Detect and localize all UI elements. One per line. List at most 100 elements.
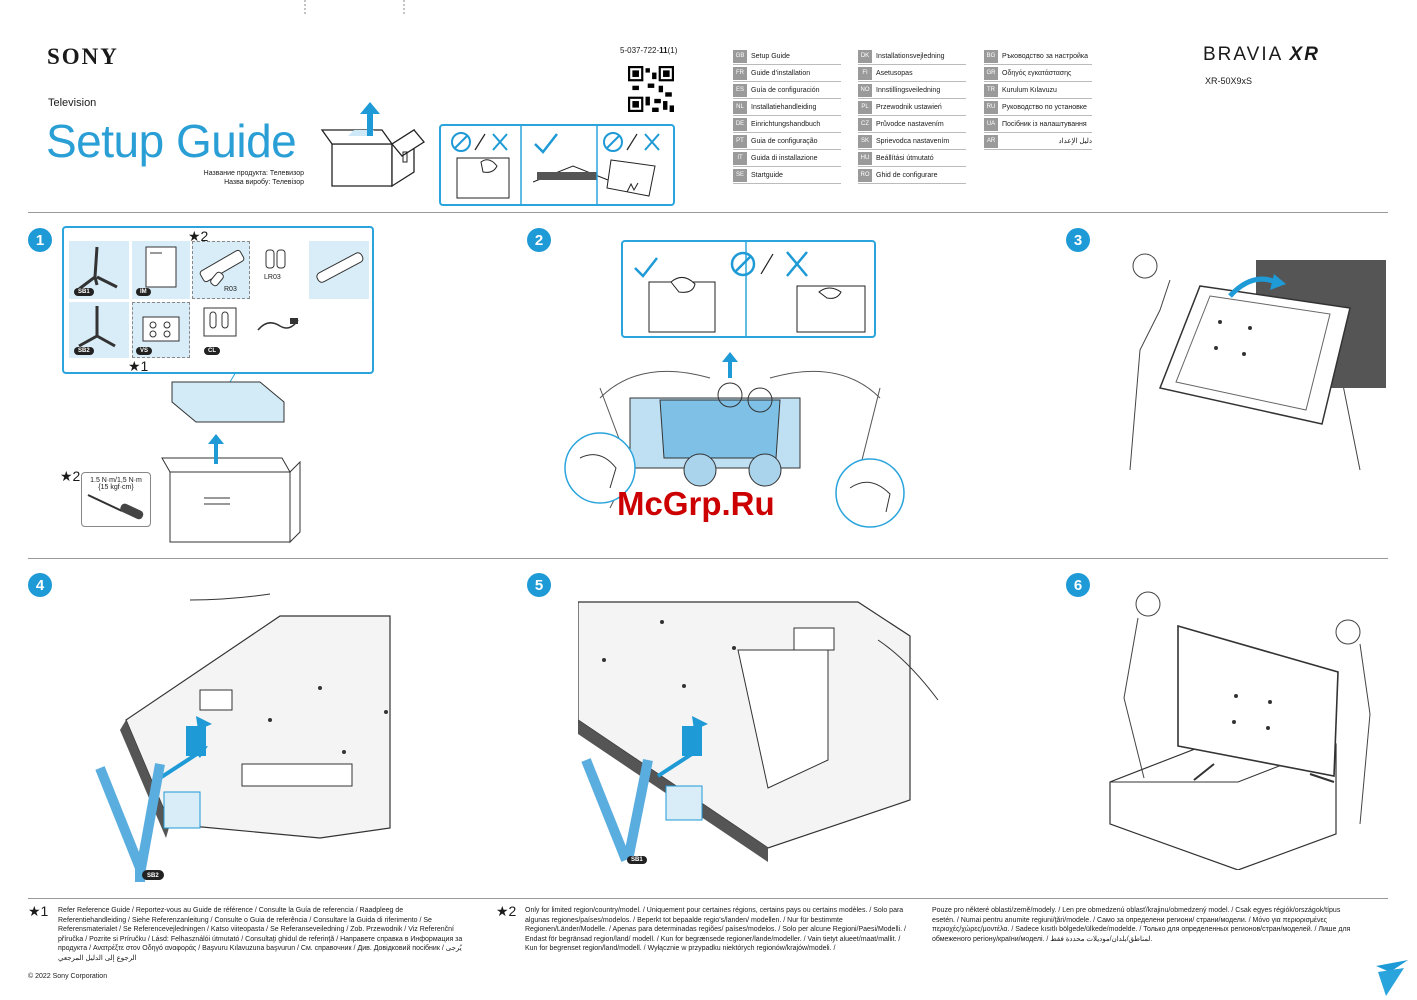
language-row-fr: FR Guide d’installation [733, 65, 841, 82]
language-code-badge: RU [984, 100, 998, 114]
language-row-it: IT Guida di installazione [733, 150, 841, 167]
language-name: Guía de configuración [751, 86, 820, 94]
language-name: Průvodce nastavením [876, 120, 944, 128]
language-code-badge: FI [858, 66, 872, 80]
step3-two-people-lifting [1129, 253, 1386, 470]
divider-top [28, 212, 1388, 213]
step-1-badge: 1 [28, 228, 52, 252]
language-row-es: ES Guía de configuración [733, 82, 841, 99]
step-6-badge: 6 [1066, 573, 1090, 597]
language-code-badge: PT [733, 134, 747, 148]
sb1-label-step5: SB1 [627, 856, 647, 864]
sony-logo: SONY [47, 44, 119, 69]
recycle-corner-icon [1376, 960, 1408, 996]
language-row-hu: HU Beállítási útmutató [858, 150, 966, 167]
language-code-badge: ES [733, 83, 747, 97]
product-name-ru: Название продукта: Телевизор [203, 170, 304, 177]
language-row-fi: FI Asetusopas [858, 65, 966, 82]
language-name: Przewodnik ustawień [876, 103, 942, 111]
language-name: Innstillingsveiledning [876, 86, 941, 94]
bravia-logo: BRAVIA XR [1203, 44, 1320, 65]
parts-panel: SB1 IM R03 LR03 SB2 VS CL ★2 ★1 [62, 226, 374, 374]
language-code-badge: TR [984, 83, 998, 97]
model-number: XR-50X9xS [1205, 76, 1253, 86]
power-cord-icon [257, 318, 299, 331]
language-row-pt: PT Guia de configuração [733, 133, 841, 150]
language-code-badge: HU [858, 151, 872, 165]
divider-bottom [28, 898, 1388, 899]
language-code-badge: GB [733, 49, 747, 63]
language-name: Sprievodca nastavením [876, 137, 950, 145]
language-row-ar: AR دليل الإعداد [984, 133, 1092, 150]
divider-middle [28, 558, 1388, 559]
language-code-badge: NO [858, 83, 872, 97]
language-name: Руководство по установке [1002, 103, 1087, 111]
language-code-badge: PL [858, 100, 872, 114]
language-code-badge: SK [858, 134, 872, 148]
language-name: Guide d’installation [751, 69, 811, 77]
language-name: Ръководство за настройка [1002, 52, 1089, 60]
fold-marks [304, 0, 405, 14]
cl-label: CL [204, 347, 220, 355]
cable-clips-icon [203, 307, 237, 337]
star-2-torque-marker: ★2 [60, 468, 81, 484]
footnote-3: Pouze pro některé oblasti/země/modely. /… [932, 907, 1351, 943]
torque-kgf: {15 kgf·cm} [98, 484, 134, 491]
im-label: IM [136, 288, 151, 296]
language-code-badge: DK [858, 49, 872, 63]
language-row-dk: DK Installationsvejledning [858, 48, 966, 65]
step1-box-illustration [161, 372, 301, 544]
language-row-pl: PL Przewodnik ustawień [858, 99, 966, 116]
language-name: Guia de configuração [751, 137, 818, 145]
step6-place-on-stand [1109, 591, 1371, 870]
language-name: Installationsvejledning [876, 52, 945, 60]
category-label: Television [48, 97, 97, 109]
language-row-sk: SK Sprievodca nastavením [858, 133, 966, 150]
language-row-tr: TR Kurulum Kılavuzu [984, 82, 1092, 99]
language-code-badge: RO [858, 168, 872, 182]
language-code-badge: UA [984, 117, 998, 131]
screwdriver-icon [87, 494, 144, 520]
step4-attach-stand-sb2 [95, 593, 391, 882]
step2-lift-illustration [564, 352, 905, 528]
language-code-badge: AR [984, 134, 998, 148]
screws-vs [132, 302, 190, 358]
language-name: دليل الإعداد [1058, 138, 1092, 145]
handling-warning-panel [439, 124, 675, 206]
remote-control [309, 241, 369, 299]
language-name: Guida di installazione [751, 154, 818, 162]
watermark-text: McGrp.Ru [617, 485, 775, 522]
vs-label: VS [136, 347, 153, 355]
language-row-bg: BG Ръководство за настройка [984, 48, 1092, 65]
footnote-1: Refer Reference Guide / Reportez-vous au… [58, 907, 463, 962]
language-code-badge: BG [984, 49, 998, 63]
step-3-badge: 3 [1066, 228, 1090, 252]
language-name: Beállítási útmutató [876, 154, 934, 162]
document-id: 5-037-722-11(1) [620, 46, 678, 55]
step-5-badge: 5 [527, 573, 551, 597]
language-code-badge: GR [984, 66, 998, 80]
remote-batteries [192, 241, 250, 299]
language-name: Asetusopas [876, 69, 913, 77]
language-code-badge: FR [733, 66, 747, 80]
language-code-badge: SE [733, 168, 747, 182]
star-2-marker: ★2 [188, 228, 209, 244]
language-code-badge: IT [733, 151, 747, 165]
sb2-label-step4: SB2 [143, 872, 163, 880]
language-name: Installatiehandleiding [751, 103, 817, 111]
language-name: Kurulum Kılavuzu [1002, 86, 1057, 94]
batteries-icon [265, 249, 286, 269]
lifting-instruction-panel [621, 240, 876, 338]
lr03-label: LR03 [264, 274, 281, 281]
language-row-ru: RU Руководство по установке [984, 99, 1092, 116]
language-name: Setup Guide [751, 52, 790, 60]
step-4-badge: 4 [28, 573, 52, 597]
